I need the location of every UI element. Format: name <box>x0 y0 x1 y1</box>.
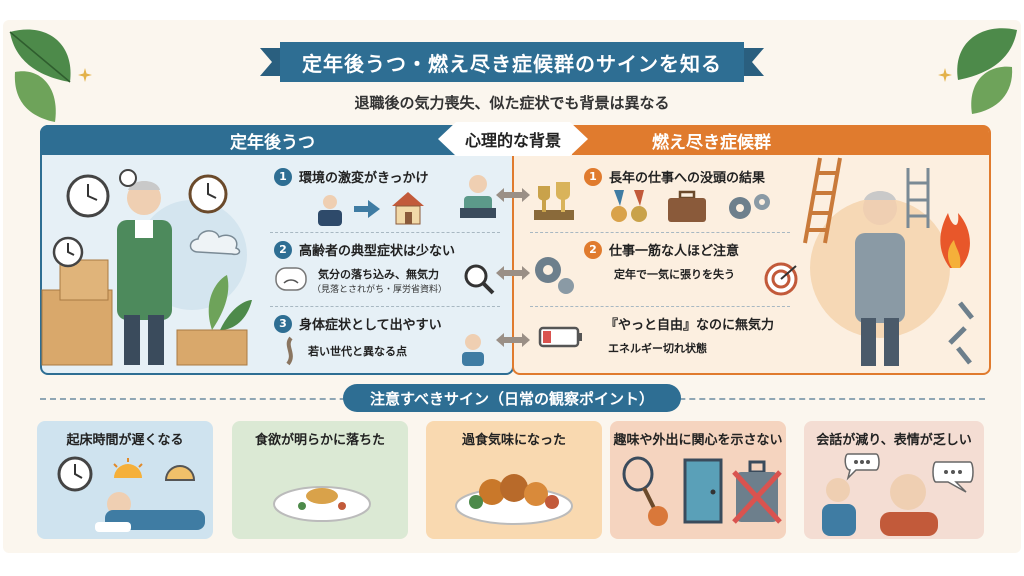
tennis-racket-icon <box>622 456 668 526</box>
target-icon <box>764 262 798 296</box>
back-pain-icon <box>286 336 293 366</box>
speech-bubble-icon <box>844 453 880 481</box>
clock-icon <box>188 174 228 214</box>
item-number: 1 <box>274 167 292 186</box>
burnout-item-1: 1 長年の仕事への没頭の結果 <box>584 167 765 186</box>
item-number: 2 <box>584 240 602 259</box>
speech-bubble-icon <box>932 461 974 493</box>
item-label: 環境の激変がきっかけ <box>299 171 429 186</box>
double-arrow-icon <box>496 188 530 202</box>
burnout-man-illustration <box>803 157 974 366</box>
item-label: 高齢者の典型症状は少ない <box>299 244 456 259</box>
burnout-header: 燃え尽き症候群 <box>572 125 989 155</box>
signs-title: 注意すべきサイン（日常の観察ポイント） <box>343 384 681 412</box>
briefcase-icon <box>668 190 706 222</box>
item-detail: 気分の落ち込み、無気力 <box>318 268 439 281</box>
sleeping-person-icon <box>95 492 205 532</box>
trophy-icon <box>534 182 574 220</box>
item-label: 身体症状として出やすい <box>299 318 442 333</box>
sign-card-label: 食欲が明らかに落ちた <box>254 433 385 448</box>
depression-header: 定年後うつ <box>40 125 460 155</box>
clock-icon <box>52 236 84 268</box>
suitcase-icon <box>732 460 782 524</box>
sign-card-label: 起床時間が遅くなる <box>66 433 184 448</box>
arrow-right-icon <box>354 200 380 218</box>
divider <box>530 232 790 233</box>
divider <box>270 232 500 233</box>
double-arrow-icon <box>496 333 530 347</box>
page-title: 定年後うつ・燃え尽き症候群のサインを知る <box>302 51 722 76</box>
divider <box>270 306 500 307</box>
cloud-icon <box>189 230 241 256</box>
sparkle-icon <box>78 68 92 82</box>
item-number: 3 <box>274 314 292 333</box>
leaf-icon <box>957 28 1017 114</box>
gear-icon <box>535 257 574 294</box>
door-icon <box>683 458 723 524</box>
worker-icon <box>318 195 342 226</box>
item-note: （見落とされがち・厚労省資料） <box>312 285 448 295</box>
item-detail: 若い世代と異なる点 <box>308 345 407 358</box>
clock-icon <box>119 169 137 187</box>
laptop-person-icon <box>460 175 496 218</box>
item-detail: 定年で一気に張りを失う <box>614 268 735 281</box>
depression-item-1: 1 環境の激変がきっかけ <box>274 167 428 186</box>
tired-person-icon <box>462 334 484 366</box>
house-icon <box>392 192 424 225</box>
battery-icon <box>538 326 582 348</box>
sunrise-clock-icon <box>164 465 196 481</box>
leaf-icon <box>9 29 71 122</box>
plate-icon <box>273 486 371 522</box>
item-detail: エネルギー切れ状態 <box>608 342 707 355</box>
burnout-item-3: 『やっと自由』なのに無気力 <box>605 314 774 333</box>
gear-icon <box>729 194 770 219</box>
item-label: 『やっと自由』なのに無気力 <box>605 318 775 333</box>
page-subtitle: 退職後の気力喪失、似た症状でも背景は異なる <box>354 94 670 112</box>
clock-icon <box>57 456 93 492</box>
title-ribbon <box>260 42 764 82</box>
medal-icon <box>611 190 647 222</box>
plate-icon <box>455 474 573 525</box>
double-arrow-icon <box>496 266 530 280</box>
conversation-people-icon <box>822 474 938 536</box>
item-number: 1 <box>584 167 602 186</box>
center-header: 心理的な背景 <box>438 122 588 156</box>
depression-item-3: 3 身体症状として出やすい <box>274 314 442 333</box>
clock-icon <box>66 174 110 218</box>
sign-card-label: 趣味や外出に関心を示さない <box>613 433 783 448</box>
sign-card-label: 会話が減り、表情が乏しい <box>816 433 972 448</box>
sparkle-icon <box>938 68 952 82</box>
sign-card-label: 過食気味になった <box>461 433 566 448</box>
item-label: 長年の仕事への没頭の結果 <box>609 171 766 186</box>
sun-icon <box>113 458 143 478</box>
burnout-item-2: 2 仕事一筋な人ほど注意 <box>584 240 739 259</box>
magnifier-icon <box>464 264 495 295</box>
item-label: 仕事一筋な人ほど注意 <box>609 244 740 259</box>
divider <box>530 306 790 307</box>
depression-item-2: 2 高齢者の典型症状は少ない <box>274 240 455 259</box>
item-number: 2 <box>274 240 292 259</box>
sad-face-icon <box>275 267 307 291</box>
